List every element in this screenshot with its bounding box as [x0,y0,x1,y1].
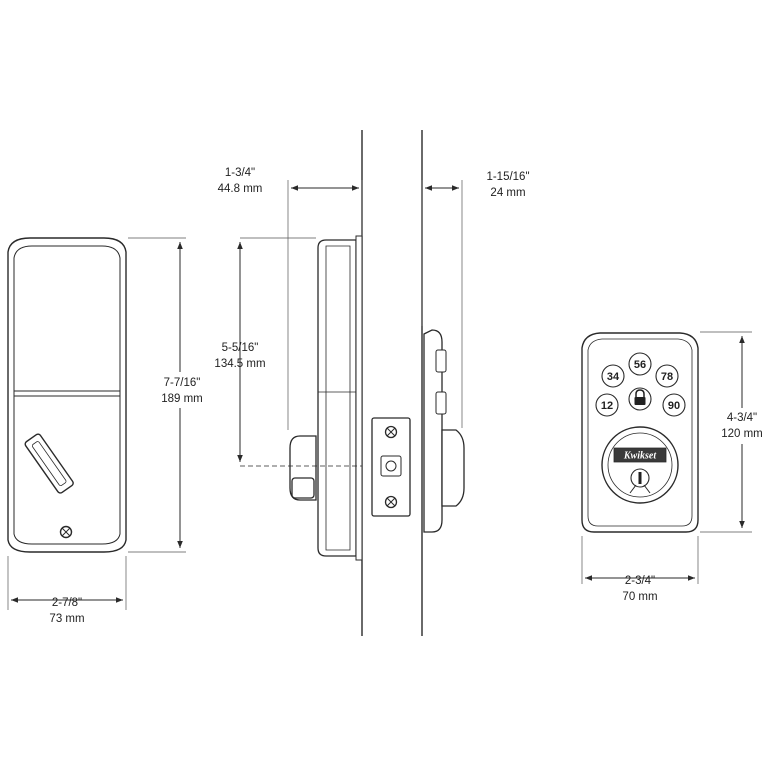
dim-label-interior-depth: 1-3/4" 44.8 mm [218,167,263,195]
svg-text:70 mm: 70 mm [622,591,657,603]
keyhole-icon [638,472,642,484]
svg-text:5-5/16": 5-5/16" [222,342,259,354]
dim-label-front-height: 4-3/4" 120 mm [721,412,763,440]
thumb-turn-icon [24,433,74,494]
svg-text:134.5 mm: 134.5 mm [214,358,265,370]
svg-text:7-7/16": 7-7/16" [164,377,201,389]
svg-text:4-3/4": 4-3/4" [727,412,757,424]
svg-text:12: 12 [601,400,613,412]
exterior-assembly-side-view [423,329,465,533]
lock-icon [628,387,652,411]
interior-assembly-side-view [289,235,363,561]
brand-logo: Kwikset [623,451,657,462]
svg-text:56: 56 [634,359,646,371]
strike-plate [371,417,411,517]
svg-text:24 mm: 24 mm [490,187,525,199]
keypad-button-78: 78 [655,364,679,388]
bolt-hole-icon [380,455,402,477]
svg-text:90: 90 [668,400,680,412]
dim-label-rear-width: 2-7/8" 73 mm [49,597,84,625]
svg-text:34: 34 [607,371,620,383]
svg-text:44.8 mm: 44.8 mm [218,183,263,195]
svg-text:189 mm: 189 mm [161,393,203,405]
brand-plate [613,447,667,463]
svg-text:1-15/16": 1-15/16" [486,171,529,183]
dim-label-front-width: 2-3/4" 70 mm [622,575,657,603]
screw-icon [59,525,73,539]
keyed-cylinder: Kwikset [601,426,679,504]
svg-text:78: 78 [661,371,673,383]
dim-label-exterior-depth: 1-15/16" 24 mm [486,171,529,199]
keypad-button-12: 12 [595,393,619,417]
keypad-button-56: 56 [628,352,652,376]
svg-text:1-3/4": 1-3/4" [225,167,255,179]
keypad-button-90: 90 [662,393,686,417]
interior-assembly-rear-view [7,237,127,553]
svg-text:120 mm: 120 mm [721,428,763,440]
keypad-button-34: 34 [601,364,625,388]
exterior-keypad-front-view: 56 34 78 12 90 Kwikset [581,332,699,533]
screw-icon [384,425,398,439]
dim-label-backset: 5-5/16" 134.5 mm [214,342,265,370]
thumb-turn-icon [289,435,317,501]
door-panel [361,130,423,636]
svg-text:2-3/4": 2-3/4" [625,575,655,587]
screw-icon [384,495,398,509]
dim-label-rear-height: 7-7/16" 189 mm [161,377,203,405]
svg-text:73 mm: 73 mm [49,613,84,625]
svg-text:2-7/8": 2-7/8" [52,597,82,609]
